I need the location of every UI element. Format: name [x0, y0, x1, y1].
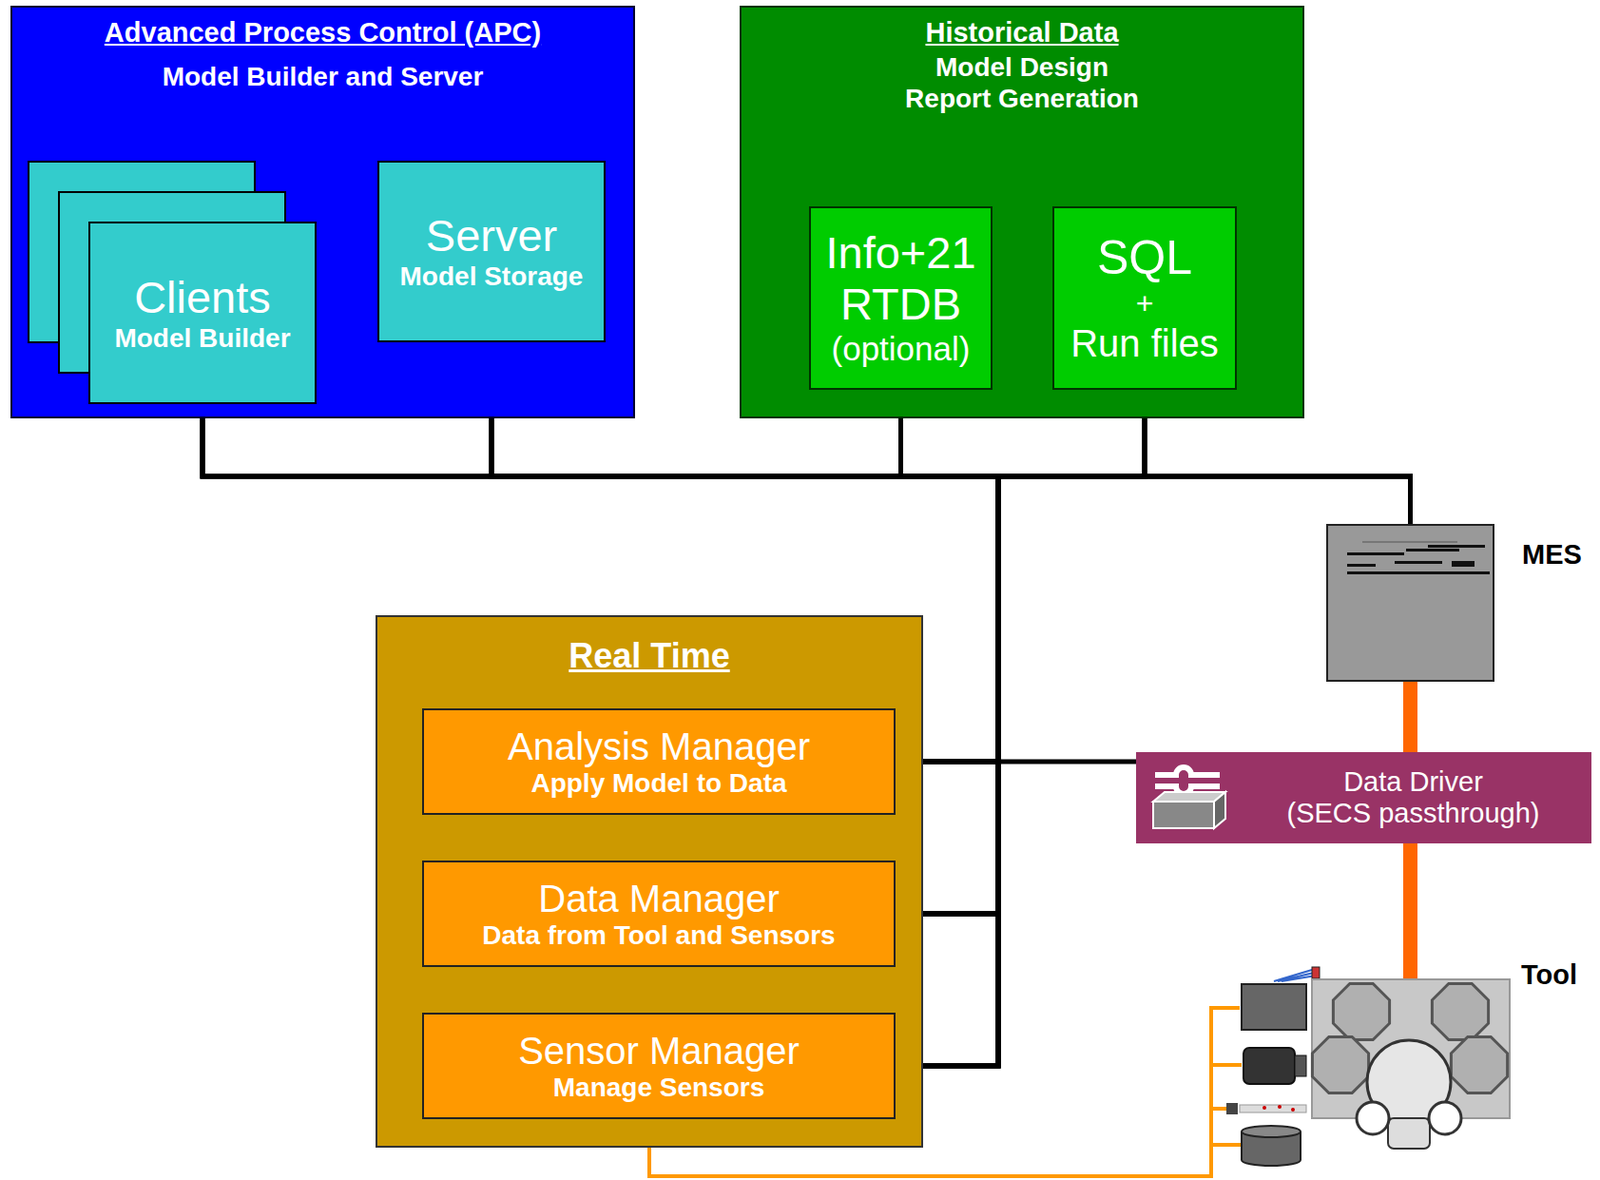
group-panel: Historical DataModel DesignReport Genera… [739, 5, 1305, 419]
node-title: Analysis Manager [507, 724, 810, 769]
client-box: ClientsModel Builder [88, 221, 317, 405]
node-subtitle: (optional) [831, 329, 971, 368]
sensor-lens [1294, 1055, 1307, 1077]
mes-server: MES [1326, 523, 1495, 682]
sensor-dot [1277, 1104, 1282, 1109]
node-subtitle: Apply Model to Data [530, 768, 787, 799]
screen-line [1347, 563, 1376, 567]
screen-line [1406, 548, 1460, 552]
node-subtitle: Model Builder [114, 323, 290, 354]
toolbox-svg [1147, 761, 1234, 834]
sensor-cylinder-top [1241, 1125, 1301, 1138]
tool-chamber [1332, 983, 1389, 1040]
node-title: Data Driver [1343, 766, 1484, 798]
screen-line [1451, 560, 1475, 567]
connector-line [895, 389, 1145, 1066]
node-subtitle: Report Generation [905, 83, 1139, 115]
database-box: Info+21 RTDB(optional) [809, 206, 993, 390]
tool-chamber [1431, 983, 1488, 1040]
node-subtitle: Model Design [935, 52, 1109, 83]
sensor-box [1241, 983, 1307, 1030]
connector-line [202, 404, 999, 1066]
sensor-wire [1211, 1064, 1242, 1145]
sensor-dot [1262, 1105, 1267, 1110]
screen-line [1347, 552, 1405, 556]
screen-line [1394, 560, 1443, 564]
node-title: Clients [134, 271, 271, 324]
group-panel: Advanced Process Control (APC) Model Buil… [10, 5, 636, 419]
node-subtitle: Model Storage [400, 261, 584, 292]
node-title: Server [425, 210, 558, 262]
connector-line [895, 389, 1145, 914]
node-subtitle: + [1136, 286, 1155, 322]
database-box: SQL+Run files [1052, 206, 1237, 390]
screen-line [1427, 544, 1485, 548]
node-subtitle: (SECS passthrough) [1287, 797, 1541, 829]
node-subtitle: Model Builder and Server [162, 61, 484, 93]
process-box: Sensor ManagerManage Sensors [422, 1012, 896, 1119]
process-box: Data ManagerData from Tool and Sensors [422, 860, 896, 967]
node-title: MES [1522, 539, 1582, 571]
node-title: Info+21 RTDB [816, 227, 985, 330]
sensor-probe [1226, 1102, 1238, 1115]
process-box: Analysis ManagerApply Model to Data [422, 708, 896, 815]
node-title: SQL [1097, 231, 1193, 287]
sensor-camera [1243, 1047, 1295, 1084]
sensor-strip [1239, 1104, 1307, 1113]
tool-chamber [1450, 1036, 1507, 1093]
sensor-fiber [1273, 969, 1316, 982]
sensor-dot [1291, 1107, 1295, 1112]
tool-port [1356, 1101, 1389, 1135]
node-subtitle: Manage Sensors [553, 1072, 766, 1103]
screen-line [1347, 571, 1490, 575]
sensor-tip [1311, 966, 1320, 979]
connector-line [1403, 681, 1418, 752]
tool-chamber [1311, 1036, 1369, 1093]
node-title: Real Time [568, 636, 730, 675]
screen-line [1362, 540, 1458, 543]
connector-line [1403, 843, 1418, 983]
node-title: Data Manager [538, 876, 779, 921]
driver-box: Data Driver(SECS passthrough) [1136, 751, 1592, 844]
group-panel: Real TimeAnalysis ManagerApply Model to … [375, 615, 924, 1148]
tool-port [1428, 1101, 1462, 1135]
node-subtitle: Data from Tool and Sensors [481, 920, 835, 951]
connector-line [895, 389, 1145, 762]
toolbox-icon [1147, 761, 1234, 834]
node-subtitle: Run files [1070, 321, 1219, 366]
node-title: Tool [1521, 959, 1578, 991]
tool-area: Tool [1239, 982, 1512, 1165]
connector-line [895, 759, 1137, 765]
node-title: Advanced Process Control (APC) [104, 17, 541, 49]
tool-loadlock [1387, 1118, 1430, 1149]
node-title: Historical Data [925, 17, 1119, 49]
node-title: Sensor Manager [518, 1028, 800, 1073]
server-box: ServerModel Storage [377, 160, 606, 343]
